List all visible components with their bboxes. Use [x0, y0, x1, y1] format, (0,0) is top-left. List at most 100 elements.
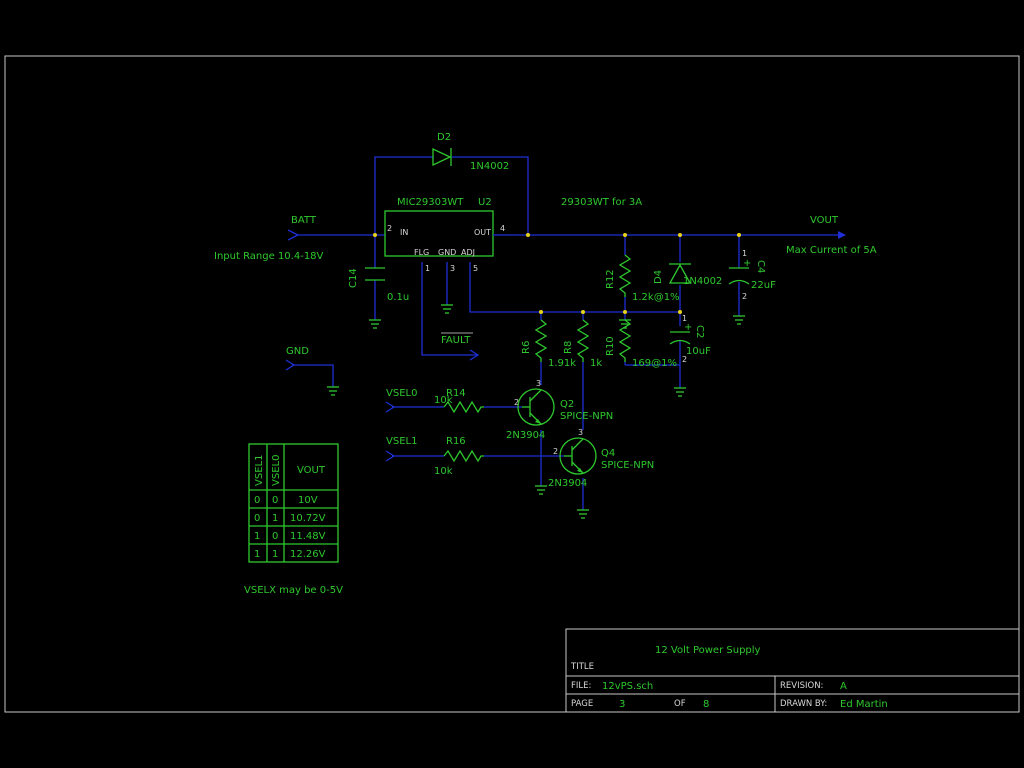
u2-pin-out: OUT: [474, 228, 491, 237]
q2-ref: Q2: [560, 399, 574, 410]
d2-value: 1N4002: [470, 161, 509, 172]
capacitor-c14: C14 0.1u: [348, 267, 409, 303]
table-cell: 12.26V: [290, 549, 326, 560]
u2-pin-in: IN: [400, 228, 408, 237]
table-cell: 1: [272, 549, 278, 560]
vsel-truth-table: VSEL1 VSEL0 VOUT 0 0 10V 0 1 10.72V 1 0 …: [248, 443, 339, 563]
junctions: [373, 233, 741, 314]
revision-value: A: [840, 681, 847, 692]
table-cell: 0: [254, 495, 260, 506]
d4-ref: D4: [653, 270, 664, 284]
u2-ref: U2: [478, 197, 492, 208]
u2-num-adj: 5: [473, 264, 478, 273]
resistor-r12: R12 1.2k@1%: [605, 254, 680, 303]
note-variant: 29303WT for 3A: [561, 197, 642, 208]
c2-pin2: 2: [682, 355, 687, 364]
ground-icon: [327, 386, 339, 396]
resistor-r16: R16 10k: [434, 436, 484, 477]
diode-d2: D2 1N4002: [432, 132, 509, 172]
r16-value: 10k: [434, 466, 453, 477]
q4-pin-collector: 3: [578, 428, 583, 437]
port-vsel0-label: VSEL0: [386, 388, 417, 399]
port-vsel1: VSEL1: [385, 436, 417, 462]
u2-part: MIC29303WT: [397, 197, 464, 208]
diode-d4: D4 1N4002: [653, 263, 722, 287]
table-cell: 0: [272, 495, 278, 506]
q4-part: 2N3904: [548, 478, 587, 489]
ground-icon: [441, 304, 453, 314]
sheet-border: [4, 55, 1020, 713]
r12-ref: R12: [605, 269, 616, 289]
u2-num-gnd: 3: [450, 264, 455, 273]
q4-pin-base: 2: [553, 447, 558, 456]
transistor-q2: 2 3 Q2 SPICE-NPN 2N3904: [506, 379, 613, 441]
table-cell: 0: [254, 513, 260, 524]
wires: [292, 156, 845, 510]
title-block: TITLE 12 Volt Power Supply FILE: 12vPS.s…: [565, 628, 1020, 713]
resistor-r8: R8 1k: [563, 319, 602, 369]
ground-icon: [535, 485, 547, 495]
drawn-by-label: DRAWN BY:: [780, 699, 827, 709]
table-cell: 10V: [298, 495, 318, 506]
port-batt-label: BATT: [291, 215, 317, 226]
table-cell: 1: [254, 549, 260, 560]
of-label: OF: [674, 699, 686, 709]
transistor-q4: 2 3 Q4 SPICE-NPN 2N3904: [548, 428, 654, 489]
table-cell: 11.48V: [290, 531, 326, 542]
port-vsel0: VSEL0: [385, 388, 417, 413]
q4-model: SPICE-NPN: [601, 460, 654, 471]
revision-label: REVISION:: [780, 681, 823, 691]
r12-value: 1.2k@1%: [632, 292, 680, 303]
port-vout: VOUT: [810, 215, 846, 239]
q2-pin-base: 2: [514, 398, 519, 407]
title-value: 12 Volt Power Supply: [655, 645, 761, 656]
c4-pin1: 1: [742, 249, 747, 258]
capacitor-c4: + 1 2 C4 22uF: [728, 249, 776, 301]
table-cell: 1: [254, 531, 260, 542]
u2-pin-flg: FLG: [414, 248, 429, 257]
u2-num-out: 4: [500, 224, 505, 233]
file-label: FILE:: [571, 681, 591, 691]
c2-pin1: 1: [682, 314, 687, 323]
c14-ref: C14: [348, 268, 359, 288]
u2-num-in: 2: [387, 224, 392, 233]
c4-value: 22uF: [751, 280, 776, 291]
title-label: TITLE: [570, 662, 594, 672]
port-fault: FAULT: [441, 332, 480, 361]
q2-part: 2N3904: [506, 430, 545, 441]
q2-model: SPICE-NPN: [560, 411, 613, 422]
u2-pin-adj: ADJ: [461, 248, 475, 257]
c2-plus: +: [684, 322, 692, 333]
table-header-vsel0: VSEL0: [271, 455, 282, 486]
note-vsel-range: VSELX may be 0-5V: [244, 585, 343, 596]
resistor-r6: R6 1.91k: [521, 319, 576, 369]
port-gnd-label: GND: [286, 346, 309, 357]
ground-icon: [619, 319, 631, 329]
resistor-r14: R14 10k: [434, 388, 484, 414]
r10-value: 169@1%: [632, 358, 677, 369]
c4-plus: +: [743, 258, 751, 269]
page-label: PAGE: [571, 699, 593, 709]
r10-ref: R10: [605, 336, 616, 356]
ground-icon: [733, 315, 745, 325]
r14-ref: R14: [446, 388, 466, 399]
ground-icon: [369, 319, 381, 329]
table-header-vsel1: VSEL1: [254, 455, 265, 486]
c4-pin2: 2: [742, 292, 747, 301]
ground-icon: [674, 387, 686, 397]
u2-num-flg: 1: [425, 264, 430, 273]
port-gnd: GND: [285, 346, 309, 371]
resistor-r10: R10 169@1%: [605, 319, 677, 369]
r16-ref: R16: [446, 436, 466, 447]
of-value: 8: [703, 699, 709, 710]
note-input-range: Input Range 10.4-18V: [214, 251, 324, 262]
r14-value: 10k: [434, 395, 453, 406]
d4-value: 1N4002: [683, 276, 722, 287]
note-max-current: Max Current of 5A: [786, 245, 877, 256]
port-vsel1-label: VSEL1: [386, 436, 417, 447]
c14-value: 0.1u: [387, 292, 409, 303]
q4-ref: Q4: [601, 448, 615, 459]
d2-ref: D2: [437, 132, 451, 143]
ground-symbols: [327, 304, 745, 519]
